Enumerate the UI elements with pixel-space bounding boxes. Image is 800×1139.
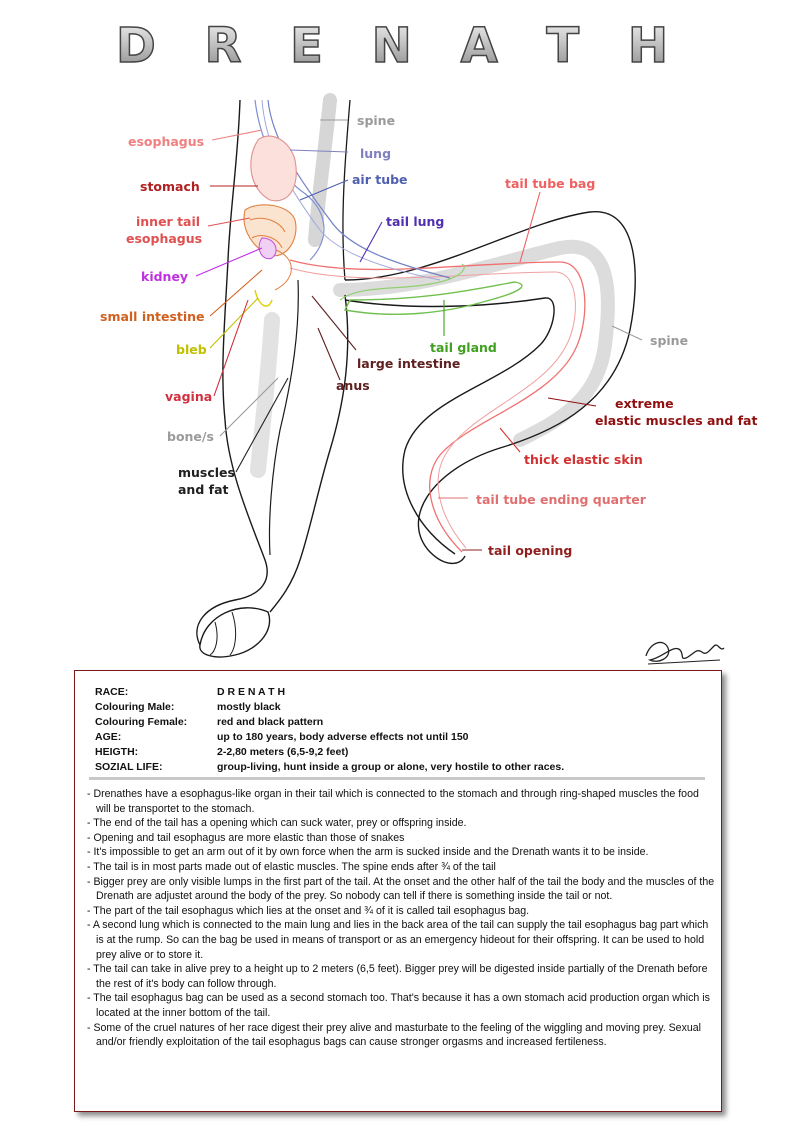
note-item: - Drenathes have a esophagus-like organ … (87, 788, 699, 815)
leader-small-intestine (209, 269, 263, 317)
label-small-intestine: small intestine (100, 309, 205, 324)
label-tail-opening: tail opening (488, 543, 573, 558)
label-muscles: muscles (178, 465, 235, 480)
label-spine-tail: spine (650, 333, 689, 348)
note-item: - The part of the tail esophagus which l… (87, 904, 530, 917)
tail-gland-shape (343, 281, 523, 315)
note-item: - Some of the cruel natures of her race … (87, 1021, 701, 1049)
stat-key: Colouring Male: (95, 701, 175, 713)
note-item: - The tail is in most parts made out of … (87, 860, 496, 873)
stat-value: D R E N A T H (217, 686, 286, 698)
leg-outline (269, 294, 349, 613)
lung-shape (254, 99, 325, 261)
air-tube-shape (267, 99, 451, 279)
stat-value: 2-2,80 meters (6,5-9,2 feet) (217, 746, 349, 758)
label-lung: lung (360, 146, 392, 161)
spine-tail-band (333, 239, 615, 447)
tail-outline-inner (344, 297, 555, 555)
stat-value: mostly black (217, 701, 281, 713)
leader-tail-tube-bag (519, 191, 541, 263)
bleb-shape (254, 289, 273, 307)
label-elastic-muscles: elastic muscles and fat (595, 413, 758, 428)
note-item: - The end of the tail has a opening whic… (87, 817, 467, 830)
leader-air-tube (299, 179, 349, 201)
leader-thick-skin (499, 427, 521, 453)
leader-extreme (547, 397, 597, 407)
tail-tube (289, 259, 586, 553)
leader-vagina (213, 299, 249, 397)
stat-value: up to 180 years, body adverse effects no… (217, 731, 469, 743)
notes-list: - Drenathes have a esophagus-like organ … (87, 787, 715, 1050)
label-vagina: vagina (165, 389, 213, 404)
stat-key: Colouring Female: (95, 716, 188, 728)
label-anus: anus (336, 378, 370, 393)
leader-esophagus (211, 129, 263, 141)
torso-back (342, 99, 351, 281)
label-esophagus: esophagus (128, 134, 205, 149)
label-extreme: extreme (615, 396, 674, 411)
stat-key: HEIGTH: (95, 746, 139, 758)
divider (89, 777, 705, 780)
stat-key: SOZIAL LIFE: (95, 761, 163, 773)
leader-bones (219, 377, 279, 437)
intestine-shape (243, 204, 297, 257)
hoof (199, 607, 271, 658)
artist-signature (645, 641, 725, 665)
page-title: D R E N A T H (116, 18, 684, 74)
leader-spine-tail (611, 325, 643, 341)
stat-value: group-living, hunt inside a group or alo… (217, 761, 565, 773)
leader-large-intestine (311, 295, 357, 351)
info-panel: RACE: D R E N A T H Colouring Male: mostly… (74, 670, 722, 1112)
label-large-intestine: large intestine (357, 356, 461, 371)
label-air-tube: air tube (352, 172, 408, 187)
leader-inner-tail (207, 217, 251, 227)
label-stomach: stomach (140, 179, 200, 194)
kidney-shape (258, 237, 277, 260)
label-bones: bone/s (167, 429, 214, 444)
leader-kidney (195, 247, 263, 277)
label-kidney: kidney (141, 269, 189, 284)
note-item: - The tail can take in alive prey to a h… (87, 963, 708, 990)
label-tail-tube-ending: tail tube ending quarter (476, 492, 646, 507)
leader-anus (317, 327, 341, 381)
body-outline (196, 99, 268, 646)
label-tail-lung: tail lung (386, 214, 445, 229)
stat-value: red and black pattern (217, 716, 324, 728)
hoof-line (209, 611, 237, 656)
stat-key: RACE: (95, 686, 129, 698)
note-item: - Opening and tail esophagus are more el… (87, 831, 405, 844)
label-and-fat: and fat (178, 482, 229, 497)
leader-bleb (209, 297, 259, 349)
leader-lung (289, 149, 349, 153)
leader-muscles (235, 377, 289, 473)
label-thick-skin: thick elastic skin (524, 452, 643, 467)
tail-outline-outer (344, 211, 636, 565)
label-bleb: bleb (176, 342, 207, 357)
label-inner-tail: inner tail (136, 214, 201, 229)
note-item: - A second lung which is connected to th… (87, 919, 709, 961)
label-inner-tail-esophagus: esophagus (126, 231, 203, 246)
title-banner: D R E N A T H (115, 17, 684, 74)
note-item: - Bigger prey are only visible lumps in … (87, 875, 715, 903)
note-item: - It's impossible to get an arm out of i… (87, 846, 649, 859)
note-item: - The tail esophagus bag can be used as … (87, 992, 710, 1019)
stomach-shape (250, 135, 297, 202)
tail-gland-shape-2 (339, 263, 465, 301)
spine-torso (308, 93, 337, 247)
stat-key: AGE: (95, 731, 122, 743)
leader-tail-lung (359, 221, 383, 263)
label-tail-tube-bag: tail tube bag (505, 176, 596, 191)
bone-shape (250, 312, 280, 478)
leg-inner (268, 279, 299, 556)
anatomy-illustration (195, 93, 643, 658)
label-spine-upper: spine (357, 113, 396, 128)
label-tail-gland: tail gland (430, 340, 497, 355)
